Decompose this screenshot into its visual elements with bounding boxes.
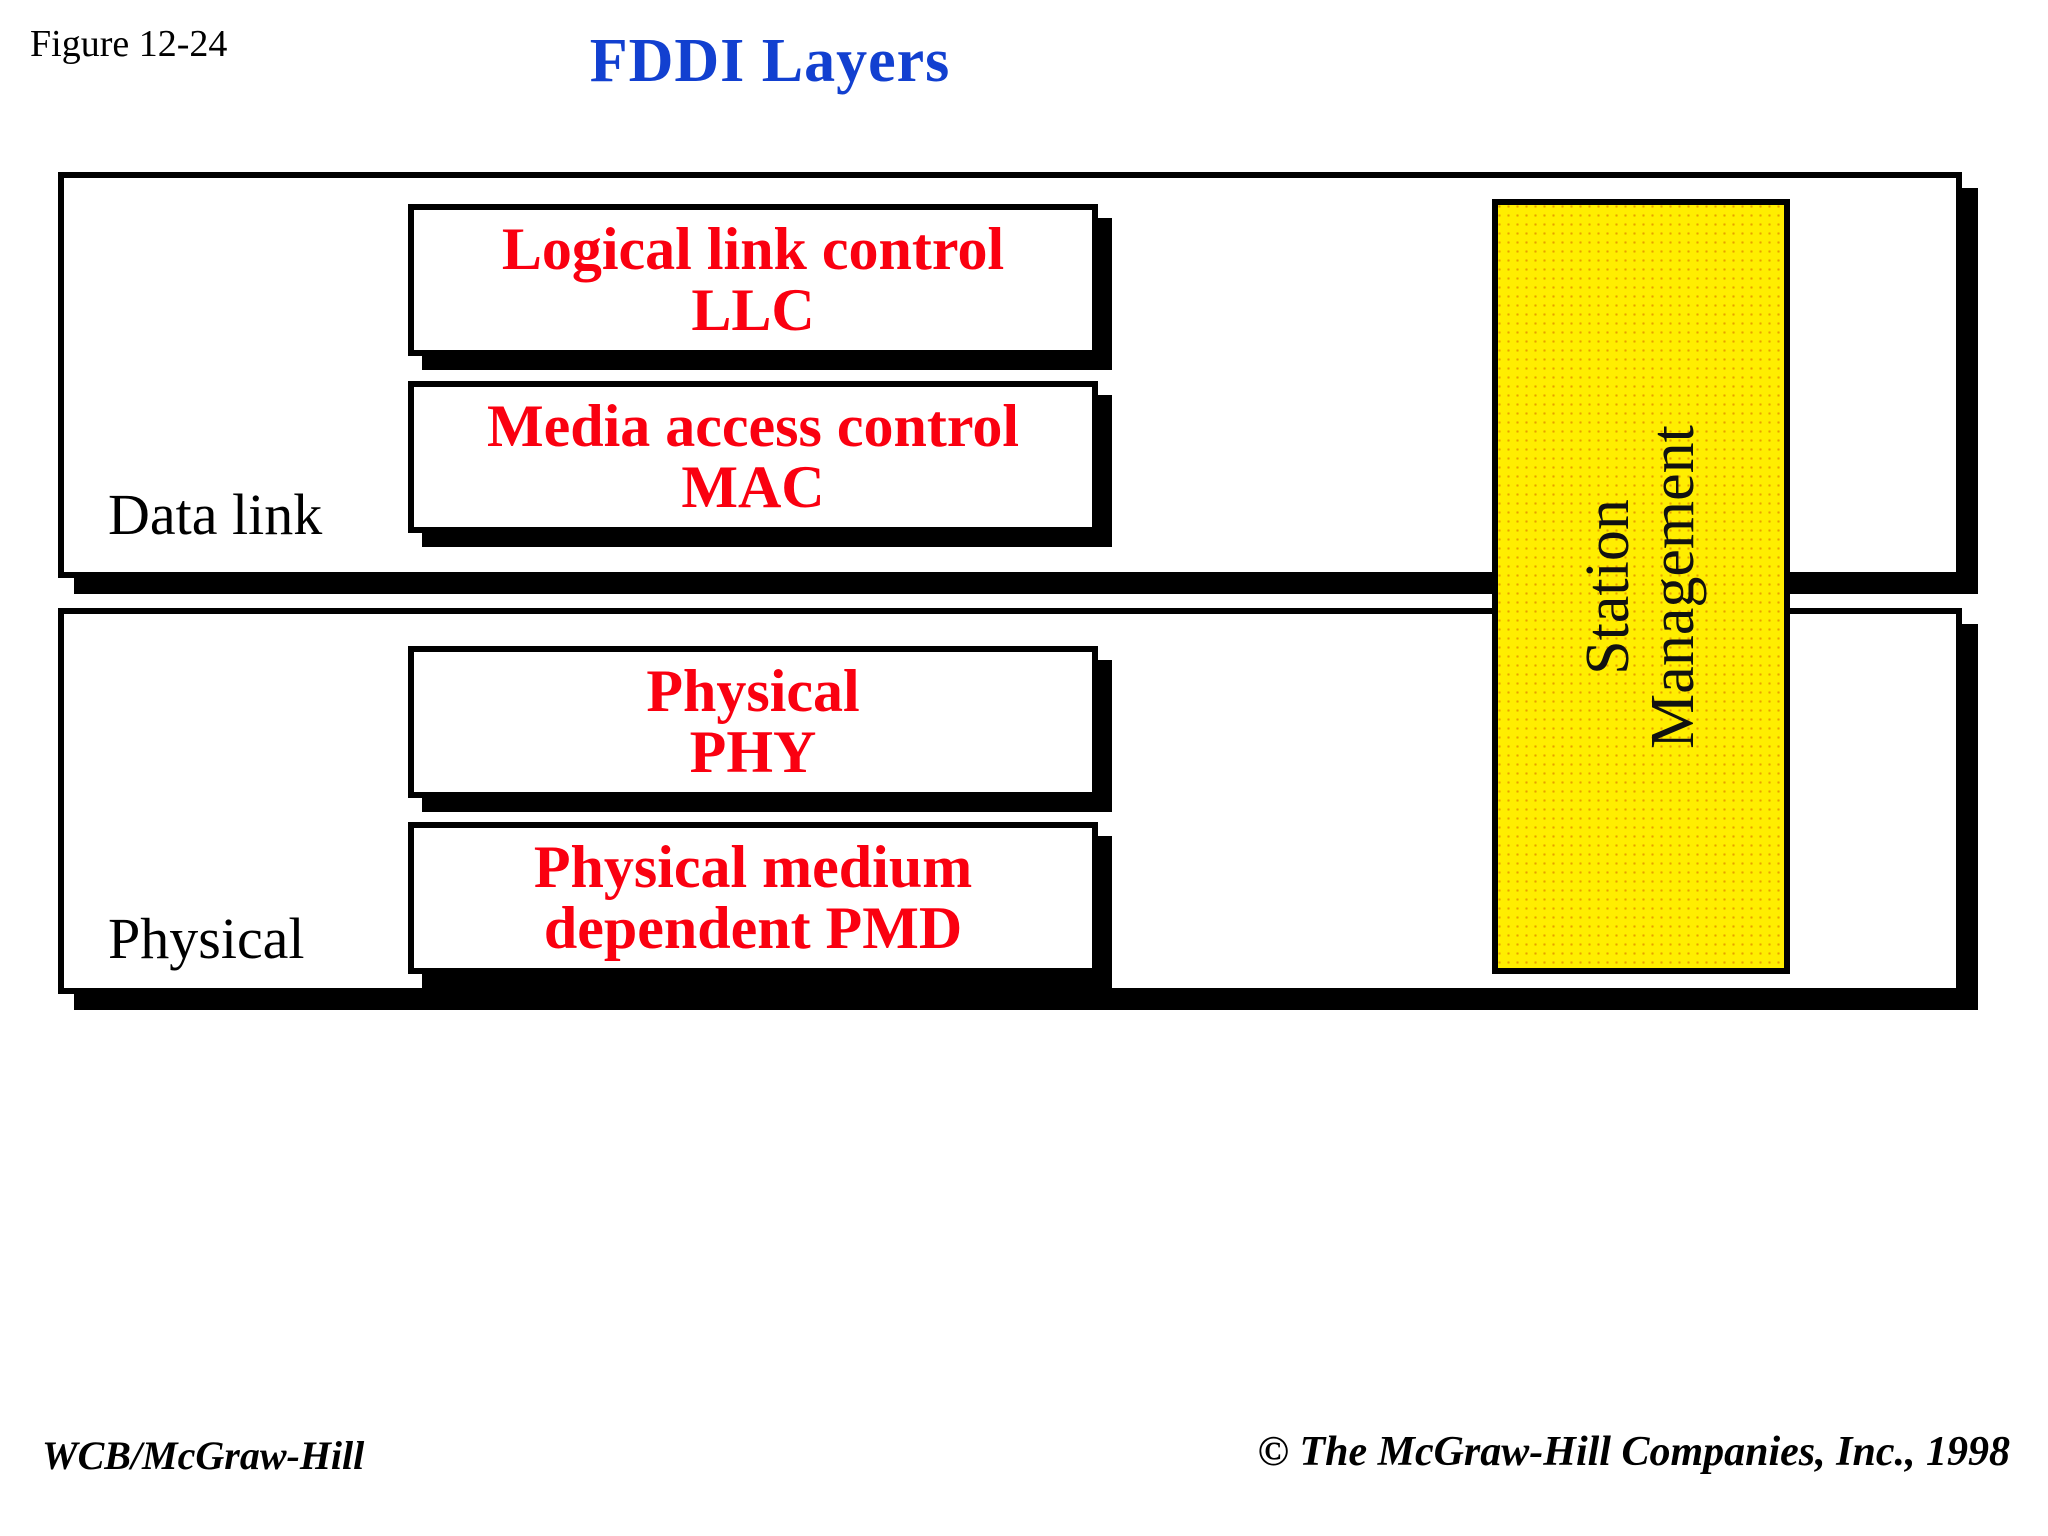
page-title: FDDI Layers: [589, 27, 951, 95]
footer-copyright: © The McGraw-Hill Companies, Inc., 1998: [1257, 1429, 2010, 1475]
mac-box-line-2: MAC: [681, 454, 825, 520]
pmd-box: Physical medium dependent PMD: [408, 822, 1098, 974]
pmd-box-line-2: dependent PMD: [543, 895, 963, 961]
llc-box-line-2: LLC: [691, 277, 815, 343]
llc-box-line-1: Logical link control: [501, 215, 1005, 282]
station-management-box: Station Management: [1492, 199, 1790, 974]
phy-box-line-2: PHY: [689, 719, 817, 785]
mac-box: Media access control MAC: [408, 381, 1098, 533]
station-management-line-2: Management: [1639, 424, 1707, 749]
layer-label-physical: Physical: [108, 906, 305, 971]
llc-box: Logical link control LLC: [408, 204, 1098, 356]
phy-box: Physical PHY: [408, 646, 1098, 798]
phy-box-line-1: Physical: [646, 657, 860, 724]
figure-number: Figure 12-24: [30, 23, 228, 65]
footer-publisher: WCB/McGraw-Hill: [42, 1433, 365, 1478]
mac-box-line-1: Media access control: [486, 392, 1020, 459]
station-management-line-1: Station: [1573, 498, 1642, 675]
layer-label-data-link: Data link: [108, 482, 323, 547]
station-management-label: Station Management: [1573, 424, 1707, 749]
pmd-box-line-1: Physical medium: [533, 833, 973, 900]
